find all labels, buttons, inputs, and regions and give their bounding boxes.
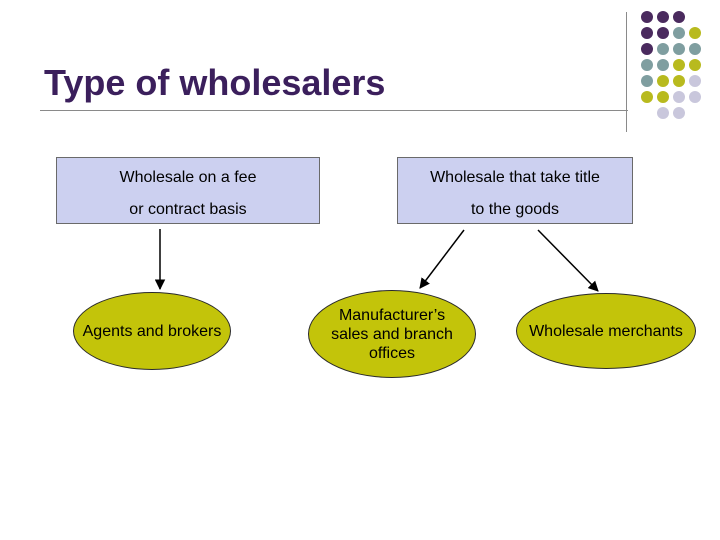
node-label: Wholesale merchants <box>529 322 683 340</box>
wholesale-merchants-node: Wholesale merchants <box>516 293 696 369</box>
dot <box>657 11 669 23</box>
dot <box>673 107 685 119</box>
dot <box>641 27 653 39</box>
manufacturer-offices-node: Manufacturer’s sales and branch offices <box>308 290 476 378</box>
arrow-to-manufacturer-offices <box>419 229 465 289</box>
dot <box>641 91 653 103</box>
box-line-1: Wholesale that take title <box>430 169 600 186</box>
dot <box>673 11 685 23</box>
dot <box>689 43 701 55</box>
dot <box>641 11 653 23</box>
fee-contract-box: Wholesale on a fee or contract basis <box>56 157 320 224</box>
take-title-box: Wholesale that take title to the goods <box>397 157 633 224</box>
dot <box>641 43 653 55</box>
dot <box>689 75 701 87</box>
dot <box>657 75 669 87</box>
dot <box>657 107 669 119</box>
slide-title: Type of wholesalers <box>44 62 386 103</box>
dot <box>657 91 669 103</box>
box-line-2: to the goods <box>470 201 560 218</box>
dot <box>641 59 653 71</box>
agents-brokers-node: Agents and brokers <box>73 292 231 370</box>
dot <box>657 27 669 39</box>
node-label: Manufacturer’s sales and branch offices <box>331 306 453 362</box>
dot <box>657 43 669 55</box>
box-line-1: Wholesale on a fee <box>119 169 257 186</box>
dot <box>689 91 701 103</box>
decorative-vertical-line <box>626 12 627 132</box>
arrow-to-wholesale-merchants <box>537 229 599 292</box>
dot <box>673 91 685 103</box>
box-line-2: or contract basis <box>129 201 247 218</box>
dot <box>673 43 685 55</box>
decorative-horizontal-line <box>40 110 628 111</box>
dot <box>673 59 685 71</box>
dot <box>657 59 669 71</box>
dot <box>689 27 701 39</box>
dot <box>641 75 653 87</box>
dot <box>689 59 701 71</box>
dot <box>673 27 685 39</box>
node-label: Agents and brokers <box>82 322 222 340</box>
dot <box>673 75 685 87</box>
